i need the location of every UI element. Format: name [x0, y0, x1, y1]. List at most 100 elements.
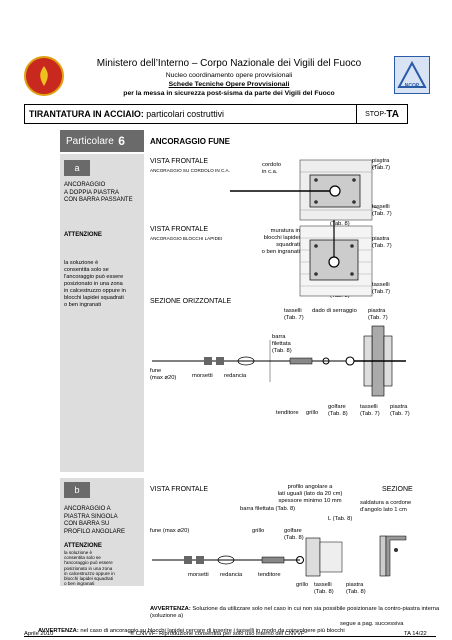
- label-line: (Tab. 7): [360, 411, 380, 417]
- label-tenditore-b: tenditore: [258, 572, 281, 578]
- vista1-sub: ANCORAGGIO SU CORDOLO IN C.A.: [150, 168, 230, 173]
- label-redancia: redancia: [224, 373, 247, 379]
- label-grillo: grillo: [306, 410, 319, 416]
- label-dado: dado di serraggio: [312, 308, 357, 314]
- footer-warning-bold: AVVERTENZA:: [38, 628, 79, 634]
- attention-a: ATTENZIONE: [64, 232, 102, 238]
- particolare-heading: ANCORAGGIO FUNE: [150, 137, 230, 146]
- header-line2: Nucleo coordinamento opere provvisionali: [165, 72, 293, 79]
- tag-a: a: [64, 160, 90, 176]
- note-line: consentita solo se: [64, 555, 101, 561]
- label-piastra1: piastra(Tab.7): [372, 158, 390, 172]
- avvertenza-b-text: Soluzione da utilizzare solo nel caso in…: [150, 606, 440, 619]
- footer-warning: AVVERTENZA: nel caso di ancoraggio su bl…: [38, 628, 345, 634]
- vista2-title: VISTA FRONTALE: [150, 226, 209, 233]
- note-line: la soluzione è: [64, 550, 93, 555]
- label-grillo-b: grillo: [252, 528, 265, 534]
- label-line: (Tab. 7): [284, 315, 304, 321]
- label-line: fune: [150, 368, 162, 374]
- stop-prefix: STOP-: [365, 110, 387, 118]
- label-fune-b: fune (max ⌀20): [150, 528, 190, 534]
- label-line: tasselli: [372, 204, 390, 210]
- label-line: (Tab.7): [372, 289, 391, 295]
- label-line: cordolo: [262, 162, 282, 168]
- b-title-line: ANCORAGGIO A: [64, 506, 111, 512]
- note-line: consentita solo se: [64, 267, 109, 273]
- tag-b: b: [64, 482, 90, 498]
- particolare-label: Particolare: [66, 135, 114, 147]
- segue-text: segue a pag. successiva: [340, 621, 404, 627]
- note-line: in calcestruzzo oppure in: [64, 288, 126, 294]
- label-line: tasselli: [372, 282, 390, 288]
- note-b: la soluzione è consentita solo se l'anco…: [64, 550, 142, 586]
- label-line: (Tab. 8): [272, 348, 292, 354]
- sezione-b-title: SEZIONE: [382, 486, 413, 493]
- label-line: piastra: [372, 158, 390, 164]
- footer-date: Aprile 2010: [24, 631, 54, 637]
- note-line: o ben ingranati: [64, 581, 95, 587]
- vista2-sub: ANCORAGGIO BLOCCHI LAPIDEI: [150, 236, 223, 241]
- attention-b: ATTENZIONE: [64, 543, 102, 549]
- label-line: piastra: [372, 236, 390, 242]
- label-line: muratura in: [270, 228, 300, 234]
- note-line: posizionato in una zona: [64, 281, 123, 287]
- label-line: (Tab. 8): [346, 589, 366, 595]
- ministry-title: Ministero dell’Interno – Corpo Nazionale…: [96, 58, 362, 69]
- label-barra-b: barra filettata (Tab. 8): [240, 506, 296, 512]
- title-bar: TIRANTATURA IN ACCIAIO: particolari cost…: [24, 104, 408, 124]
- sezione-a-title: SEZIONE ORIZZONTALE: [150, 298, 232, 305]
- label-line: blocchi lapidei: [263, 235, 300, 241]
- label-piastra2: piastra(Tab. 7): [372, 236, 392, 250]
- b-title-line: PROFILO ANGOLARE: [64, 528, 126, 535]
- label-line: barra: [272, 334, 286, 340]
- header-line3: Schede Tecniche Opere Provvisionali: [168, 81, 290, 88]
- label-tasselli4: tasselli(Tab. 7): [360, 404, 380, 418]
- section-b-drawing: [152, 535, 407, 577]
- note-line: la soluzione è: [64, 260, 99, 266]
- label-line: (Tab. 7): [372, 211, 392, 217]
- avvertenza-b: AVVERTENZA: Soluzione da utilizzare solo…: [150, 606, 440, 620]
- note-line: o ben ingranati: [64, 302, 102, 308]
- eyebolt-2: [328, 256, 340, 268]
- label-line: piastra: [368, 308, 386, 314]
- avvertenza-b-bold: AVVERTENZA:: [150, 606, 191, 612]
- note-a: la soluzione è consentita solo se l'anco…: [64, 260, 142, 309]
- stop-code-box: STOP-TA: [356, 104, 408, 124]
- note-line: in calcestruzzo oppure in: [64, 570, 115, 576]
- note-line: blocchi lapidei squadrati: [64, 576, 114, 582]
- label-tasselli1: tasselli(Tab. 7): [372, 204, 392, 218]
- label-line: squadrati: [276, 242, 300, 248]
- angle-profile: [305, 537, 321, 577]
- label-piastra3: piastra(Tab. 7): [368, 308, 388, 322]
- b-title-line: CON BARRA SU: [64, 521, 110, 528]
- label-line: tasselli: [284, 308, 302, 314]
- label-line: (Tab. 7): [390, 411, 410, 417]
- footer-page: TA 14/22: [404, 631, 427, 637]
- label-line: (max ⌀20): [150, 375, 177, 381]
- label-line: (Tab. 8): [330, 221, 350, 227]
- note-line: l'ancoraggio può essere: [64, 274, 124, 280]
- label-line: in c.a.: [262, 169, 278, 175]
- stop-code: TA: [386, 108, 399, 120]
- cnvvf-logo: [24, 56, 64, 96]
- label-redancia-b: redancia: [220, 572, 243, 578]
- title-normal: particolari costruttivi: [143, 109, 225, 119]
- label-grillo2-b: grillo: [296, 582, 309, 588]
- label-piastra-b: piastra(Tab. 8): [346, 582, 366, 596]
- label-line: piastra: [346, 582, 364, 588]
- label-golfare3: golfare(Tab. 8): [328, 404, 348, 418]
- label-line: lati uguali (lato da 20 cm): [277, 491, 343, 497]
- label-l: L (Tab. 8): [328, 516, 353, 522]
- label-line: filettata: [272, 341, 291, 347]
- label-tasselli-b: tasselli(Tab. 8): [314, 582, 334, 596]
- ncop-logo: NCOP: [394, 56, 430, 94]
- label-line: golfare: [284, 528, 302, 534]
- label-tasselli2: tasselli(Tab.7): [372, 282, 390, 296]
- eyebolt-1: [329, 185, 341, 197]
- a-title-line: CON BARRA PASSANTE: [64, 197, 133, 204]
